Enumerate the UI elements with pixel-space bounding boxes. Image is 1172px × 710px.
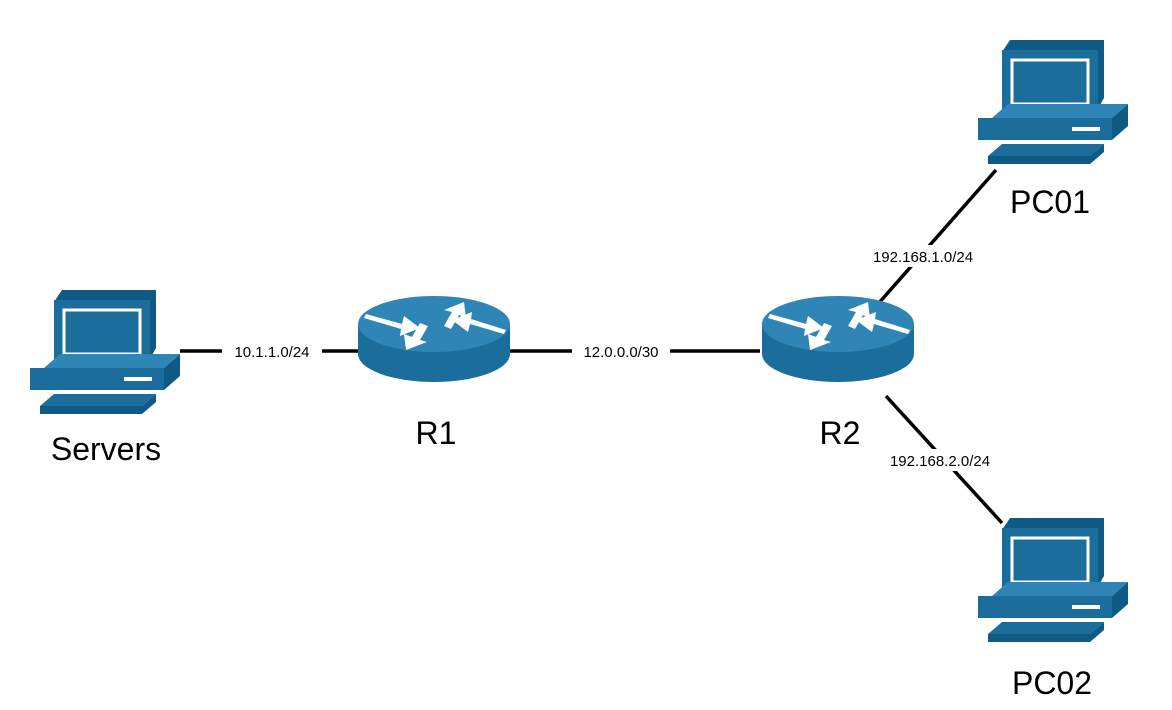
workstation-icon xyxy=(976,38,1130,166)
r2-node[interactable]: R2 xyxy=(762,296,914,451)
node-label-r1: R1 xyxy=(416,415,457,451)
link-label-r1-r2: 12.0.0.0/30 xyxy=(572,340,670,362)
node-label-pc02: PC02 xyxy=(1012,665,1092,701)
node-label-r2: R2 xyxy=(820,415,861,451)
link-label-text: 192.168.1.0/24 xyxy=(873,249,973,266)
router-icon xyxy=(762,296,914,382)
link-r2-pc01 xyxy=(876,168,998,306)
link-label-r2-pc02: 192.168.2.0/24 xyxy=(874,449,1006,471)
pc02-node[interactable]: PC02 xyxy=(976,516,1130,701)
node-label-pc01: PC01 xyxy=(1010,184,1090,220)
link-label-r2-pc01: 192.168.1.0/24 xyxy=(858,245,988,267)
link-label-text: 12.0.0.0/30 xyxy=(583,344,658,361)
link-label-text: 192.168.2.0/24 xyxy=(890,453,990,470)
pc01-node[interactable]: PC01 xyxy=(976,38,1130,220)
router-icon xyxy=(358,296,510,382)
servers-node[interactable]: Servers xyxy=(28,288,182,467)
node-label-servers: Servers xyxy=(51,431,161,467)
link-label-servers-r1: 10.1.1.0/24 xyxy=(222,340,322,362)
workstation-icon xyxy=(976,516,1130,644)
r1-node[interactable]: R1 xyxy=(358,296,510,451)
link-label-text: 10.1.1.0/24 xyxy=(234,344,309,361)
workstation-icon xyxy=(28,288,182,416)
